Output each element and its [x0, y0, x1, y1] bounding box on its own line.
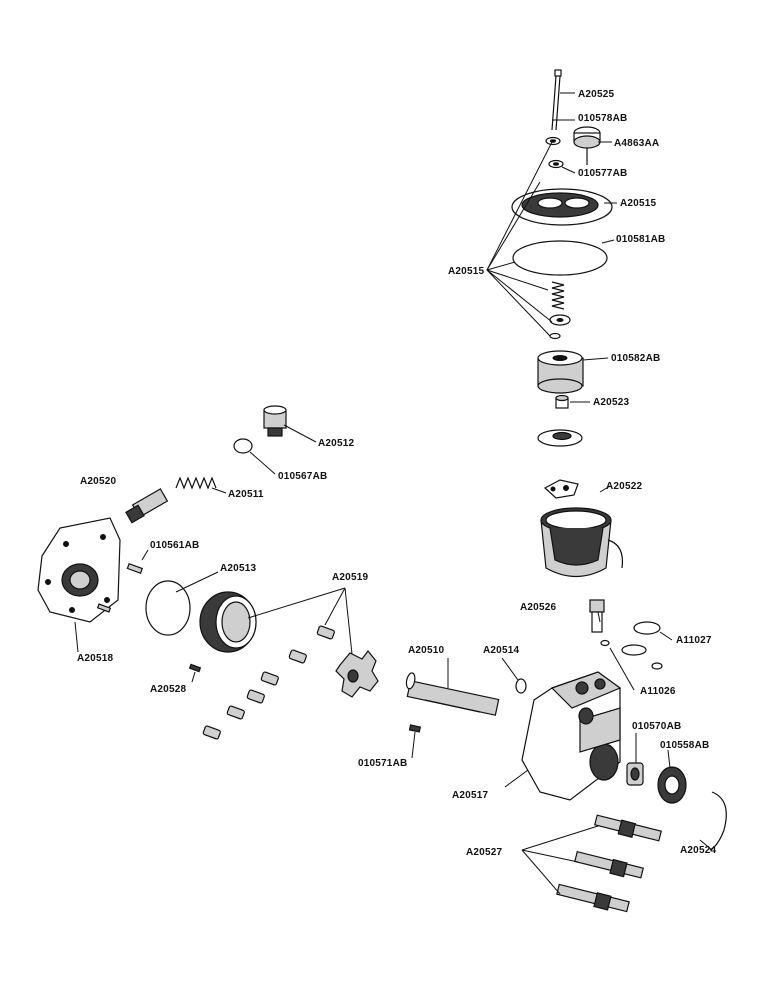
label-a20523: A20523 [593, 397, 630, 408]
cover-a20515 [511, 188, 613, 226]
label-010571ab: 010571AB [358, 758, 408, 769]
pin-010561ab [126, 562, 144, 574]
filter-element-010582ab [537, 350, 584, 394]
small-washer [549, 332, 561, 340]
key-010571ab [408, 724, 422, 733]
valve-a20520 [125, 488, 169, 524]
label-a20515-group: A20515 [448, 266, 485, 277]
label-a20517: A20517 [452, 790, 489, 801]
gasket-plate [543, 479, 579, 499]
leader-lines [74, 92, 713, 895]
label-010577ab: 010577AB [578, 168, 628, 179]
plug-a20512 [263, 405, 287, 437]
snap-ring-a20524 [709, 791, 727, 851]
disc [537, 429, 583, 447]
roller-1 [316, 625, 335, 640]
housing-a20522 [540, 507, 624, 577]
pump-body-a20517 [521, 671, 622, 801]
label-a20522: A20522 [606, 481, 643, 492]
label-a20511: A20511 [228, 489, 264, 500]
cover-plate-a20518 [37, 517, 121, 623]
label-a20513: A20513 [220, 563, 257, 574]
spring [551, 281, 565, 310]
roller-4 [246, 689, 265, 704]
nut-a20523 [555, 394, 569, 409]
clip-a20514 [515, 678, 527, 694]
pin-small [96, 603, 112, 613]
label-a20526: A20526 [520, 602, 557, 613]
ring-a11027-b [621, 644, 647, 656]
label-010581ab: 010581AB [616, 234, 666, 245]
label-a20512: A20512 [318, 438, 355, 449]
stud-a20527-2 [574, 850, 644, 879]
stud-a20527-1 [594, 814, 662, 842]
stud-a20527-3 [556, 883, 630, 913]
label-a11027: A11027 [676, 635, 712, 646]
washer-010577ab [548, 159, 564, 169]
label-010570ab: 010570AB [632, 721, 682, 732]
bearing-010558ab [657, 766, 687, 804]
bolt-a20525 [551, 69, 562, 131]
cup-washer [549, 314, 571, 326]
label-a20518: A20518 [77, 653, 114, 664]
label-a11026: A11026 [640, 686, 676, 697]
label-a20515-cover: A20515 [620, 198, 657, 209]
label-a20510: A20510 [408, 645, 445, 656]
roller-3 [260, 671, 279, 686]
gasket-010581ab [512, 240, 608, 276]
label-a20519: A20519 [332, 572, 369, 583]
pin-a20528 [188, 663, 202, 673]
spring-a20511 [175, 476, 217, 490]
roller-2 [288, 649, 307, 664]
label-a20520: A20520 [80, 476, 117, 487]
ring-a11026 [651, 662, 663, 670]
label-a20525: A20525 [578, 89, 615, 100]
label-010582ab: 010582AB [611, 353, 661, 364]
inner-rotor [335, 650, 379, 698]
ring-a11027 [633, 621, 661, 635]
plug-a4863aa [573, 126, 601, 165]
shaft-a20510 [405, 672, 500, 716]
label-a4863aa: A4863AA [614, 138, 660, 149]
label-a20524: A20524 [680, 845, 717, 856]
label-010567ab: 010567AB [278, 471, 328, 482]
label-a20527: A20527 [466, 847, 503, 858]
label-010558ab: 010558AB [660, 740, 710, 751]
oring-010567ab [233, 438, 253, 454]
label-a20528: A20528 [150, 684, 187, 695]
roller-6 [202, 725, 221, 740]
label-010578ab: 010578AB [578, 113, 628, 124]
small-ring [600, 639, 610, 647]
bolt-a20526 [589, 599, 605, 633]
rotor-ring-a20519 [199, 591, 257, 653]
nut-010570ab [626, 762, 644, 786]
label-010561ab: 010561AB [150, 540, 200, 551]
roller-5 [226, 705, 245, 720]
oring-a20513 [145, 580, 191, 636]
label-a20514: A20514 [483, 645, 520, 656]
